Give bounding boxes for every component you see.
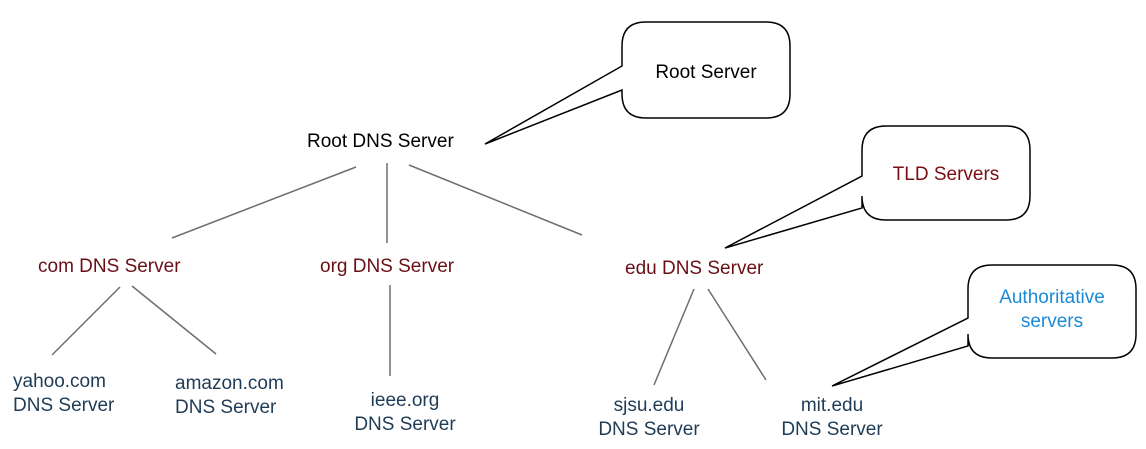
edge-edu-mit [707,288,767,381]
edge-com-yahoo [51,286,121,356]
callout-authoritative-line2: servers [1020,311,1084,332]
edge-root-edu [408,164,583,236]
callout-authoritative-servers-text: Authoritative servers [968,286,1136,334]
edge-com-amazon [131,285,217,355]
edge-edu-sjsu [653,288,695,386]
ieee-domain-label: ieee.org [370,390,440,411]
amazon-dns-server-node: amazon.com DNS Server [175,372,284,420]
yahoo-dns-server-node: yahoo.com DNS Server [13,370,114,418]
yahoo-domain-label: yahoo.com [13,371,106,392]
root-dns-server-label: Root DNS Server [307,131,454,152]
ieee-dns-server-node: ieee.org DNS Server [345,389,465,437]
mit-dns-server-node: mit.edu DNS Server [772,394,892,442]
yahoo-server-label: DNS Server [13,395,115,416]
edu-dns-server-label: edu DNS Server [625,258,764,279]
callout-bubble-authoritative [831,264,1137,387]
ieee-server-label: DNS Server [354,414,456,435]
edge-root-com [171,166,357,239]
mit-domain-label: mit.edu [800,395,864,416]
amazon-server-label: DNS Server [175,397,277,418]
sjsu-server-label: DNS Server [598,419,700,440]
mit-server-label: DNS Server [781,419,883,440]
sjsu-dns-server-node: sjsu.edu DNS Server [589,394,709,442]
sjsu-domain-label: sjsu.edu [613,395,685,416]
callout-bubble-tld [724,125,1031,249]
callout-bubble-root [484,21,791,145]
callout-authoritative-line1: Authoritative [999,287,1105,308]
callout-root-server-text: Root Server [655,62,757,83]
org-dns-server-label: org DNS Server [320,256,455,277]
callout-tld-servers-text: TLD Servers [892,164,1000,185]
com-dns-server-label: com DNS Server [38,256,181,277]
amazon-domain-label: amazon.com [175,373,284,394]
